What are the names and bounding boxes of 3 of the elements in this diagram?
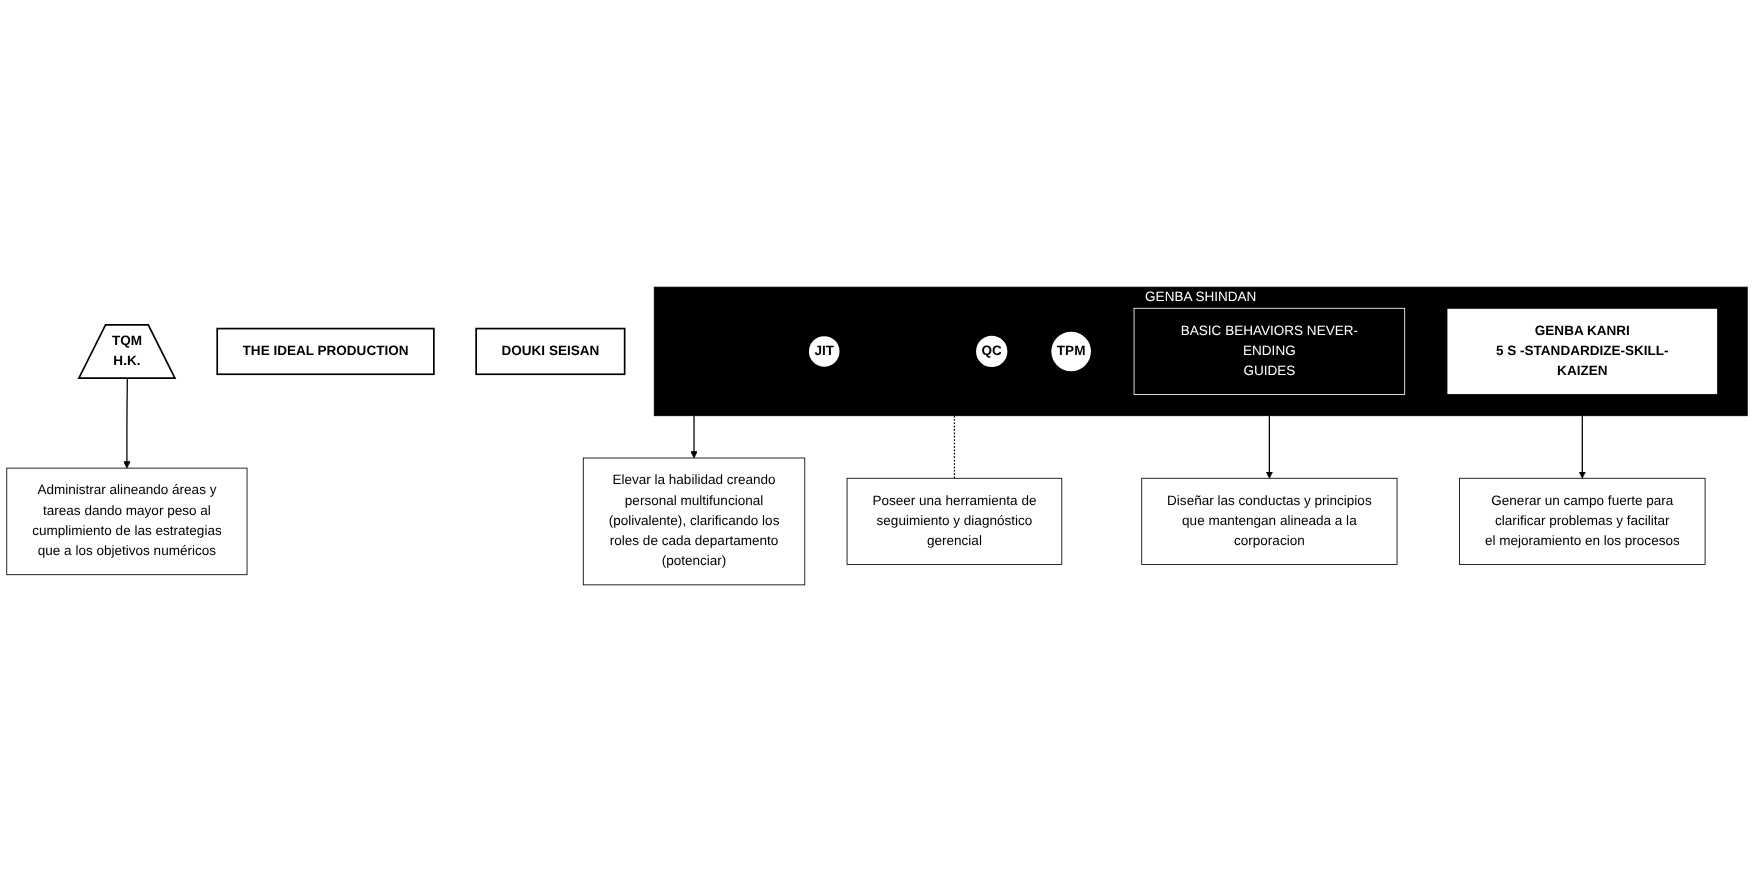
arrow (690, 415, 698, 459)
arrow (123, 377, 131, 469)
connector (953, 415, 956, 479)
